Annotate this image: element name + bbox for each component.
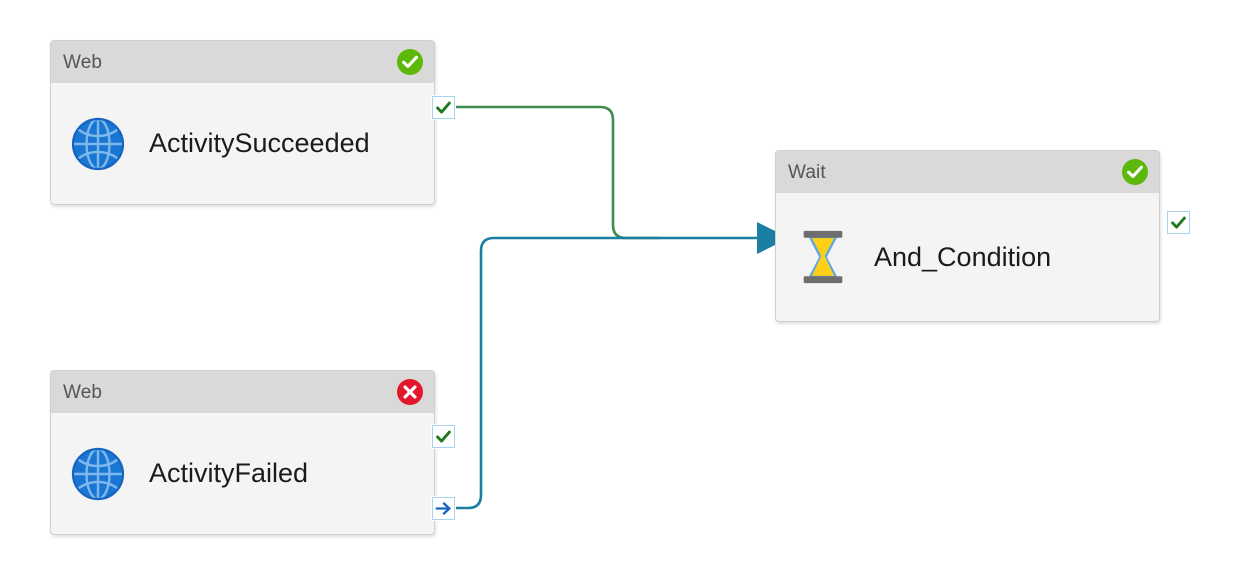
node-label: ActivitySucceeded <box>149 128 370 158</box>
node-label: ActivityFailed <box>149 458 309 488</box>
node-title: Wait <box>788 161 826 183</box>
port-failed-continue[interactable] <box>432 497 455 520</box>
node-label: And_Condition <box>874 241 1052 272</box>
port-failed-success[interactable] <box>432 425 455 448</box>
node-body: ActivitySucceeded <box>51 83 434 204</box>
hourglass-icon <box>794 228 852 286</box>
port-succeeded-success[interactable] <box>432 96 455 119</box>
node-header: Web <box>51 41 434 83</box>
activity-node-activity-succeeded[interactable]: Web <box>50 40 435 205</box>
node-body: ActivityFailed <box>51 413 434 534</box>
checkmark-icon <box>1171 216 1186 229</box>
node-header: Web <box>51 371 434 413</box>
connector-failed-to-wait <box>456 236 757 510</box>
checkmark-icon <box>436 101 451 114</box>
activity-node-activity-failed[interactable]: Web <box>50 370 435 535</box>
error-circle-icon <box>396 378 424 406</box>
check-circle-icon <box>396 48 424 76</box>
port-and-condition-success[interactable] <box>1167 211 1190 234</box>
activity-node-and-condition[interactable]: Wait And_Condition <box>775 150 1160 322</box>
node-title: Web <box>63 381 103 403</box>
check-circle-icon <box>1121 158 1149 186</box>
checkmark-icon <box>436 430 451 443</box>
connector-succeeded-to-wait <box>456 105 660 240</box>
arrow-right-icon <box>435 502 451 515</box>
node-body: And_Condition <box>776 193 1159 321</box>
globe-icon <box>69 115 127 173</box>
node-title: Web <box>63 51 103 73</box>
node-header: Wait <box>776 151 1159 193</box>
globe-icon <box>69 445 127 503</box>
